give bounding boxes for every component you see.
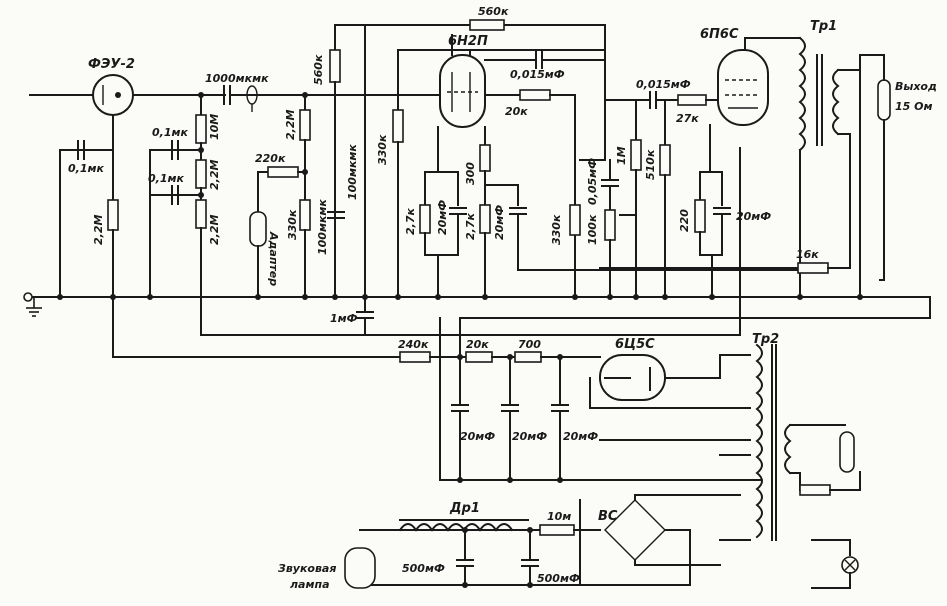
label-r700: 700 xyxy=(518,338,541,351)
label-adapter: Адаптер xyxy=(267,231,280,286)
resistor-510k xyxy=(659,144,671,176)
fuse xyxy=(799,484,831,496)
label-c01mk: 0,1мк xyxy=(68,162,104,175)
label-r240k: 240к xyxy=(398,338,429,351)
label-output-ohms: 15 Ом xyxy=(895,100,932,113)
label-r22m-d: 2,2М xyxy=(284,110,297,140)
label-fzu2: ФЭУ-2 xyxy=(88,57,135,72)
label-c1000: 1000мкмк xyxy=(205,72,269,85)
label-r560k-top: 560к xyxy=(478,5,509,18)
resistor-27k xyxy=(677,94,707,106)
label-r330k-c: 330к xyxy=(550,214,563,245)
label-r510k: 510к xyxy=(644,149,657,180)
label-c20a: 20мФ xyxy=(436,200,449,235)
label-r27k-a: 2,7к xyxy=(404,208,417,235)
fzu2-tube xyxy=(92,74,134,116)
junction-dots xyxy=(57,92,863,588)
output-jack xyxy=(877,79,891,121)
label-r27k: 27к xyxy=(676,112,699,125)
resistor-330k-c xyxy=(569,204,581,236)
label-c500a: 500мФ xyxy=(402,562,445,575)
label-6c5c: 6Ц5С xyxy=(615,337,655,352)
label-c20d: 20мФ xyxy=(460,430,495,443)
label-r22m-a: 2,2М xyxy=(92,215,105,245)
label-r220k: 220к xyxy=(255,152,286,165)
label-r1m: 1М xyxy=(615,146,628,165)
resistor-330k xyxy=(299,199,311,231)
resistor-2-2m-d xyxy=(299,109,311,141)
label-c01mk-a: 0,1мк xyxy=(152,126,188,139)
label-tr1: Тр1 xyxy=(810,19,837,34)
adapter-jack xyxy=(249,211,267,247)
resistor-560k-left xyxy=(329,49,341,83)
resistor-2-2m-b xyxy=(195,159,207,189)
label-output: Выход xyxy=(895,80,937,93)
label-r100k: 100к xyxy=(586,214,599,245)
resistor-220k xyxy=(267,166,299,178)
resistor-10m xyxy=(195,114,207,144)
resistor-560k-top xyxy=(469,19,505,31)
resistor-240k xyxy=(399,351,431,363)
choke-dr1 xyxy=(398,523,514,532)
label-r300: 300 xyxy=(464,162,477,185)
label-6p6s: 6П6С xyxy=(700,27,739,42)
resistor-2-2m-a xyxy=(107,199,119,231)
label-c20b: 20мФ xyxy=(493,205,506,240)
label-c0015b: 0,015мФ xyxy=(636,78,691,91)
resistor-300 xyxy=(479,144,491,172)
label-c100a: 100мкмк xyxy=(346,144,359,200)
transformer-tr1-secondary xyxy=(832,68,840,136)
label-vs: ВС xyxy=(598,509,618,524)
ground-terminal xyxy=(23,292,33,302)
label-r10m: 10М xyxy=(208,114,221,140)
label-c005: 0,05мФ xyxy=(586,158,599,205)
label-dr1: Др1 xyxy=(449,501,480,516)
resistor-2-2m-c xyxy=(195,199,207,229)
label-c01mk-b: 0,1мк xyxy=(148,172,184,185)
label-r330k-b: 330к xyxy=(376,134,389,165)
transformer-tr2-heater xyxy=(784,423,792,475)
resistor-2-7k-a xyxy=(419,204,431,234)
label-tr2: Тр2 xyxy=(752,332,779,347)
resistor-20k xyxy=(519,89,551,101)
label-c20f: 20мФ xyxy=(563,430,598,443)
label-c1mf: 1мФ xyxy=(330,312,358,325)
resistor-10m-b xyxy=(539,524,575,536)
label-c0015a: 0,015мФ xyxy=(510,68,565,81)
label-r20k-b: 20к xyxy=(466,338,489,351)
label-r22m-c: 2,2М xyxy=(208,215,221,245)
label-sound-lamp-2: лампа xyxy=(290,578,330,591)
mains-plug xyxy=(839,431,855,473)
label-r560k-left: 560к xyxy=(312,54,325,85)
resistor-100k xyxy=(604,209,616,241)
tube-6n2p xyxy=(439,54,486,128)
resistor-1m xyxy=(630,139,642,171)
resistor-220 xyxy=(694,199,706,233)
label-c20e: 20мФ xyxy=(512,430,547,443)
sound-lamp xyxy=(344,547,376,589)
label-r22m-b: 2,2М xyxy=(208,160,221,190)
label-6n2p: 6Н2П xyxy=(448,34,488,49)
resistor-16k xyxy=(797,262,829,274)
label-r220: 220 xyxy=(678,209,691,232)
label-r16k: 16к xyxy=(796,248,819,261)
label-r20k: 20к xyxy=(505,105,528,118)
label-r10m-b: 10м xyxy=(547,510,571,523)
resistor-700 xyxy=(514,351,542,363)
label-r330k: 330к xyxy=(286,209,299,240)
ground-icon xyxy=(26,297,42,317)
label-c20c: 20мФ xyxy=(736,210,771,223)
resistor-2-7k-b xyxy=(479,204,491,234)
resistor-330k-b xyxy=(392,109,404,143)
tube-6p6s xyxy=(717,49,769,126)
transformer-tr1-primary xyxy=(798,36,806,152)
transformer-tr2 xyxy=(755,343,763,539)
label-c500b: 500мФ xyxy=(537,572,580,585)
resistor-20k-b xyxy=(465,351,493,363)
label-sound-lamp: Звуковая xyxy=(278,562,336,575)
label-c100b: 100мкмк xyxy=(316,199,329,255)
label-r27k-b: 2,7к xyxy=(464,213,477,240)
